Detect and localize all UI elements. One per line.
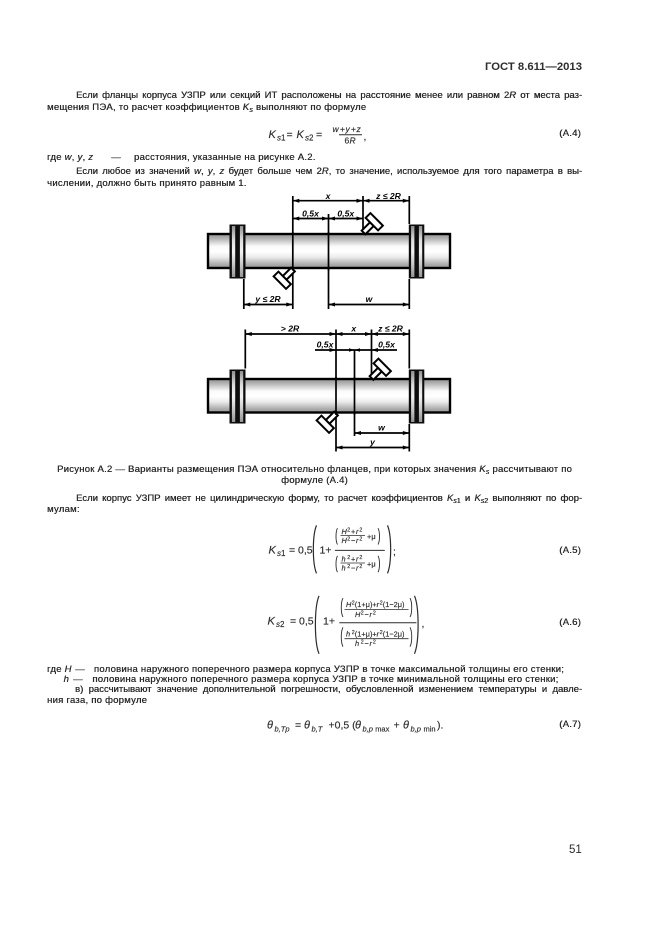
svg-text:r: r (356, 555, 359, 564)
svg-text:h: h (342, 564, 346, 573)
svg-text:s: s (276, 620, 280, 629)
svg-text:H: H (342, 536, 348, 545)
svg-text:h: h (355, 639, 359, 648)
svg-text:y: y (345, 124, 351, 134)
svg-text:K: K (269, 129, 277, 141)
svg-text:r: r (356, 527, 359, 536)
svg-text:2: 2 (373, 610, 376, 616)
svg-text:b,p: b,p (363, 725, 373, 734)
svg-text:R: R (350, 136, 356, 146)
svg-text:K: K (268, 616, 276, 628)
svg-text:+μ: +μ (367, 532, 376, 541)
svg-text:1: 1 (281, 549, 286, 558)
svg-text:−: − (365, 610, 369, 619)
svg-text:+: + (394, 720, 400, 732)
svg-text:=: = (295, 720, 301, 732)
svg-text:(1−2μ): (1−2μ) (383, 629, 405, 638)
svg-text:;: ; (393, 546, 396, 558)
svg-text:2: 2 (347, 527, 350, 533)
svg-text:y: y (369, 437, 376, 447)
svg-text:= 0,5: = 0,5 (289, 545, 313, 557)
svg-text:max: max (375, 725, 389, 734)
svg-text:w: w (333, 124, 340, 134)
svg-text:0,5x: 0,5x (337, 209, 355, 219)
svg-text:2: 2 (361, 640, 364, 646)
svg-text:6: 6 (345, 136, 350, 146)
svg-text:−: − (351, 564, 355, 573)
svg-text:2: 2 (352, 601, 355, 607)
svg-text:2: 2 (359, 555, 362, 561)
svg-text:s: s (277, 134, 281, 143)
svg-text:+μ: +μ (367, 560, 376, 569)
svg-text:(1+μ)+: (1+μ)+ (355, 629, 377, 638)
svg-text:2: 2 (359, 527, 362, 533)
svg-text:+: + (351, 124, 356, 134)
svg-text:2: 2 (347, 555, 350, 561)
svg-text:s: s (305, 134, 309, 143)
svg-text:b,p: b,p (411, 725, 421, 734)
svg-text:2: 2 (309, 134, 314, 143)
svg-text:z ≤ 2R: z ≤ 2R (377, 324, 404, 334)
svg-text:1+: 1+ (323, 616, 335, 628)
svg-text:2: 2 (347, 564, 350, 570)
svg-text:−: − (365, 639, 369, 648)
svg-text:2: 2 (380, 601, 383, 607)
svg-text:h: h (346, 629, 350, 638)
svg-text:w: w (378, 423, 386, 433)
svg-text:2: 2 (361, 610, 364, 616)
svg-text:r: r (356, 564, 359, 573)
svg-text:(1−2μ): (1−2μ) (383, 600, 405, 609)
svg-text:2: 2 (280, 620, 285, 629)
svg-text:θ: θ (355, 720, 361, 732)
svg-text:).: ). (437, 720, 443, 732)
svg-text:0,5x: 0,5x (378, 339, 396, 349)
svg-text:1: 1 (281, 134, 286, 143)
svg-text:z: z (356, 124, 362, 134)
svg-text:r: r (377, 600, 380, 609)
svg-text:H: H (342, 527, 348, 536)
svg-text:s: s (277, 549, 281, 558)
svg-text:2: 2 (347, 536, 350, 542)
svg-text:+0,5 (: +0,5 ( (329, 720, 357, 732)
svg-text:r: r (370, 639, 373, 648)
svg-text:θ: θ (267, 720, 273, 732)
svg-text:= 0,5: = 0,5 (290, 616, 314, 628)
svg-text:r: r (356, 536, 359, 545)
svg-text:w: w (366, 294, 374, 304)
svg-text:0,5x: 0,5x (317, 339, 335, 349)
svg-text:−: − (351, 536, 355, 545)
svg-text:θ: θ (304, 720, 310, 732)
svg-text:H: H (346, 600, 352, 609)
svg-text:,: , (422, 618, 425, 630)
svg-text:2: 2 (359, 564, 362, 570)
svg-text:2: 2 (352, 630, 355, 636)
svg-text:> 2R: > 2R (281, 324, 300, 334)
svg-text:=: = (287, 129, 293, 141)
svg-text:0,5x: 0,5x (302, 209, 320, 219)
svg-text:=: = (316, 129, 322, 141)
svg-text:+: + (351, 555, 355, 564)
svg-text:K: K (269, 545, 277, 557)
svg-text:r: r (377, 629, 380, 638)
svg-text:,: , (364, 131, 367, 143)
svg-text:x: x (325, 191, 332, 201)
svg-text:b,Tp: b,Tp (275, 725, 290, 734)
svg-text:θ: θ (403, 720, 409, 732)
svg-text:min: min (424, 725, 436, 734)
svg-text:r: r (370, 610, 373, 619)
svg-text:b,T: b,T (312, 725, 324, 734)
svg-text:(1+μ)+: (1+μ)+ (355, 600, 377, 609)
svg-text:1+: 1+ (320, 545, 332, 557)
svg-text:H: H (355, 610, 361, 619)
svg-text:h: h (342, 555, 346, 564)
svg-text:+: + (351, 527, 355, 536)
svg-text:K: K (297, 129, 305, 141)
svg-text:z ≤ 2R: z ≤ 2R (375, 191, 402, 201)
svg-text:2: 2 (359, 536, 362, 542)
svg-text:2: 2 (380, 630, 383, 636)
svg-text:y ≤ 2R: y ≤ 2R (254, 294, 281, 304)
svg-text:+: + (340, 124, 345, 134)
svg-text:2: 2 (373, 640, 376, 646)
svg-text:x: x (350, 324, 357, 334)
